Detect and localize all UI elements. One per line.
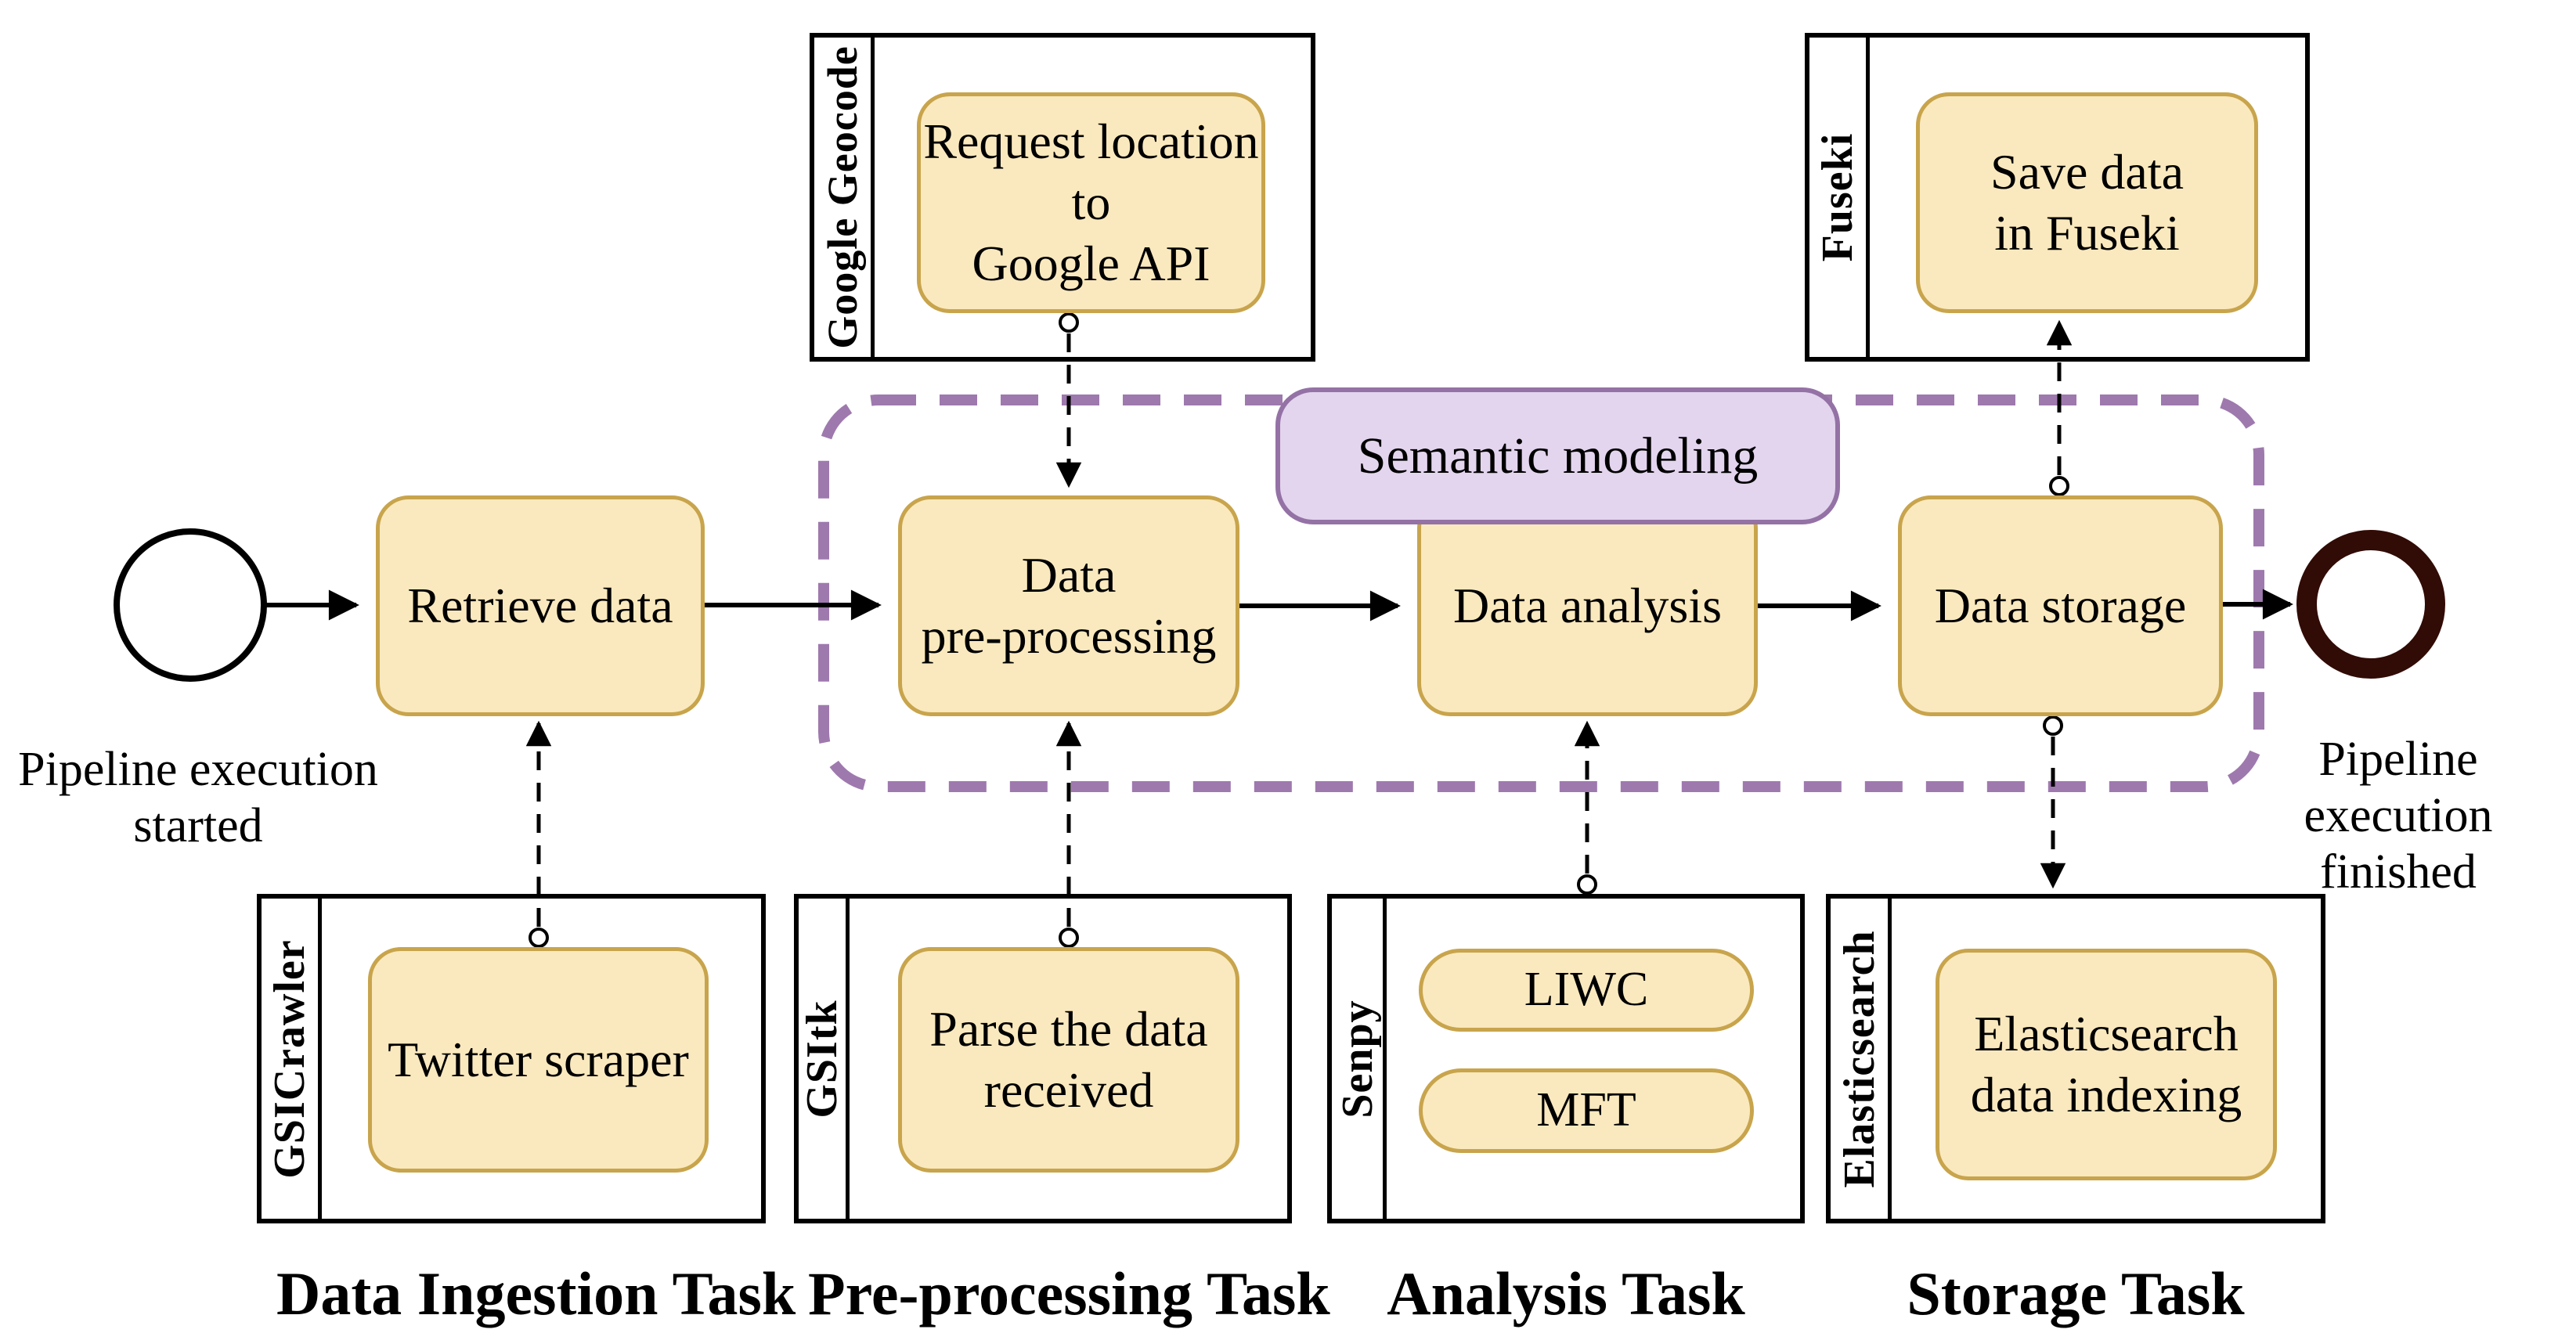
task-parse-data-received: Parse the data received [898,947,1239,1173]
task-mft: MFT [1419,1068,1754,1153]
task-twitter-scraper: Twitter scraper [368,947,709,1173]
semantic-modeling-label: Semantic modeling [1275,387,1840,524]
lane-label-gsitk: GSItk [798,999,846,1119]
message-flow-parse-to-preprocessing [1055,720,1082,948]
task-retrieve-data: Retrieve data [376,495,705,716]
pool-senpy: Senpy [1327,894,1805,1223]
caption-data-ingestion-task: Data Ingestion Task [276,1259,796,1328]
semantic-modeling-text: Semantic modeling [1357,427,1759,485]
pool-google-geocode: Google Geocode [810,33,1315,362]
task-data-analysis: Data analysis [1417,495,1758,716]
lane-label-elasticsearch: Elasticsearch [1835,929,1884,1188]
start-event-label: Pipeline execution started [18,743,378,852]
lane-strip-senpy: Senpy [1332,899,1387,1219]
lane-strip-google-geocode: Google Geocode [814,38,875,357]
pool-fuseki: Fuseki [1805,33,2310,362]
caption-pre-processing-task: Pre-processing Task [808,1259,1330,1328]
lane-strip-gsitk: GSItk [798,899,850,1219]
message-flow-geocode-to-preprocessing [1055,312,1082,488]
message-flow-storage-to-elasticsearch [2040,715,2066,889]
lane-label-fuseki: Fuseki [1813,132,1862,262]
lane-label-google-geocode: Google Geocode [819,45,866,349]
pool-gsitk: GSItk [794,894,1292,1223]
task-save-data-in-fuseki: Save data in Fuseki [1916,92,2258,313]
lane-strip-gsicrawler: GSICrawler [262,899,322,1219]
message-flow-twitter-to-retrieve [525,720,552,948]
task-liwc: LIWC [1419,949,1754,1032]
task-request-location-google-api: Request location to Google API [917,92,1265,313]
caption-storage-task: Storage Task [1907,1259,2245,1328]
end-event-label: Pipeline execution finished [2304,733,2493,899]
message-flow-senpy-to-analysis [1574,720,1600,895]
lane-label-gsicrawler: GSICrawler [265,939,314,1179]
lane-strip-elasticsearch: Elasticsearch [1831,899,1892,1219]
caption-analysis-task: Analysis Task [1387,1259,1745,1328]
task-elasticsearch-data-indexing: Elasticsearch data indexing [1936,949,2277,1180]
message-flow-storage-to-fuseki [2046,319,2073,496]
lane-strip-fuseki: Fuseki [1809,38,1870,357]
task-data-preprocessing: Data pre-processing [898,495,1239,716]
semantic-modeling-group-boundary [818,394,2264,792]
pool-gsicrawler: GSICrawler [257,894,766,1223]
end-event [2296,530,2445,679]
pool-elasticsearch: Elasticsearch [1826,894,2325,1223]
task-data-storage: Data storage [1898,495,2223,716]
lane-label-senpy: Senpy [1333,999,1382,1119]
